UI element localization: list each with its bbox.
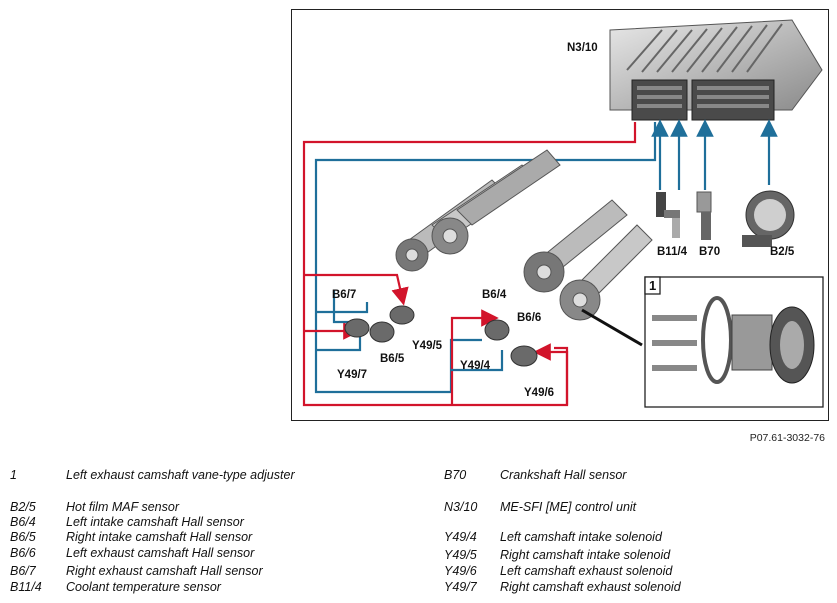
legend-desc: Right camshaft exhaust solenoid	[500, 580, 681, 594]
legend-desc: Crankshaft Hall sensor	[500, 468, 627, 482]
legend-code: 1	[10, 468, 17, 482]
label-y49-5: Y49/5	[412, 340, 443, 352]
legend-code: B6/4	[10, 515, 36, 529]
label-b2-5: B2/5	[770, 246, 795, 258]
wiring-lines	[302, 119, 778, 407]
control-unit-n3-10	[609, 19, 823, 121]
legend-code: B6/5	[10, 530, 36, 544]
legend-desc: Coolant temperature sensor	[66, 580, 221, 594]
diagram-drawing	[302, 19, 824, 408]
label-b6-7: B6/7	[332, 289, 357, 301]
legend-code: N3/10	[444, 500, 478, 514]
left-camshafts	[395, 149, 561, 272]
legend-code: Y49/5	[444, 548, 477, 562]
legend-desc: Left exhaust camshaft Hall sensor	[66, 546, 255, 560]
label-y49-4: Y49/4	[460, 360, 491, 372]
legend-left: 1 Left exhaust camshaft vane-type adjust…	[10, 468, 410, 598]
legend-code: B6/7	[10, 564, 36, 578]
reference-code: P07.61-3032-76	[749, 432, 825, 444]
wiring-diagram: N3/10 B11/4 B70 B2/5 B6/7 B6/4 B6/6 B6/5…	[291, 9, 829, 421]
label-n3-10: N3/10	[567, 42, 598, 54]
legend-desc: Right intake camshaft Hall sensor	[66, 530, 253, 544]
inset-adjuster-detail	[644, 276, 824, 408]
legend-right: B70 Crankshaft Hall sensor N3/10 ME-SFI …	[444, 468, 834, 598]
label-b11-4: B11/4	[657, 246, 688, 258]
crank-sensor-b70	[696, 191, 712, 240]
legend-code: B70	[444, 468, 467, 482]
solenoid-shapes	[344, 305, 538, 367]
label-y49-6: Y49/6	[524, 387, 555, 399]
legend-desc: Left intake camshaft Hall sensor	[66, 515, 244, 529]
right-camshafts	[523, 199, 653, 321]
label-y49-7: Y49/7	[337, 369, 368, 381]
legend-desc: Left camshaft exhaust solenoid	[500, 564, 673, 578]
label-b6-5: B6/5	[380, 353, 405, 365]
legend-code: B2/5	[10, 500, 36, 514]
coolant-sensor-b11-4	[656, 192, 680, 238]
legend-desc: Right exhaust camshaft Hall sensor	[66, 564, 263, 578]
maf-sensor-b2-5	[742, 190, 795, 247]
legend-code: B6/6	[10, 546, 36, 560]
legend-code: B11/4	[10, 580, 42, 594]
label-inset-1: 1	[649, 278, 657, 293]
legend-desc: Hot film MAF sensor	[66, 500, 179, 514]
legend-code: Y49/4	[444, 530, 477, 544]
label-b6-6: B6/6	[517, 312, 542, 324]
legend-code: Y49/6	[444, 564, 477, 578]
legend-code: Y49/7	[444, 580, 477, 594]
legend-desc: ME-SFI [ME] control unit	[500, 500, 637, 514]
legend-desc: Left camshaft intake solenoid	[500, 530, 662, 544]
label-b70: B70	[699, 246, 721, 258]
label-b6-4: B6/4	[482, 289, 507, 301]
legend-desc: Left exhaust camshaft vane-type adjuster	[66, 468, 295, 482]
legend-desc: Right camshaft intake solenoid	[500, 548, 671, 562]
